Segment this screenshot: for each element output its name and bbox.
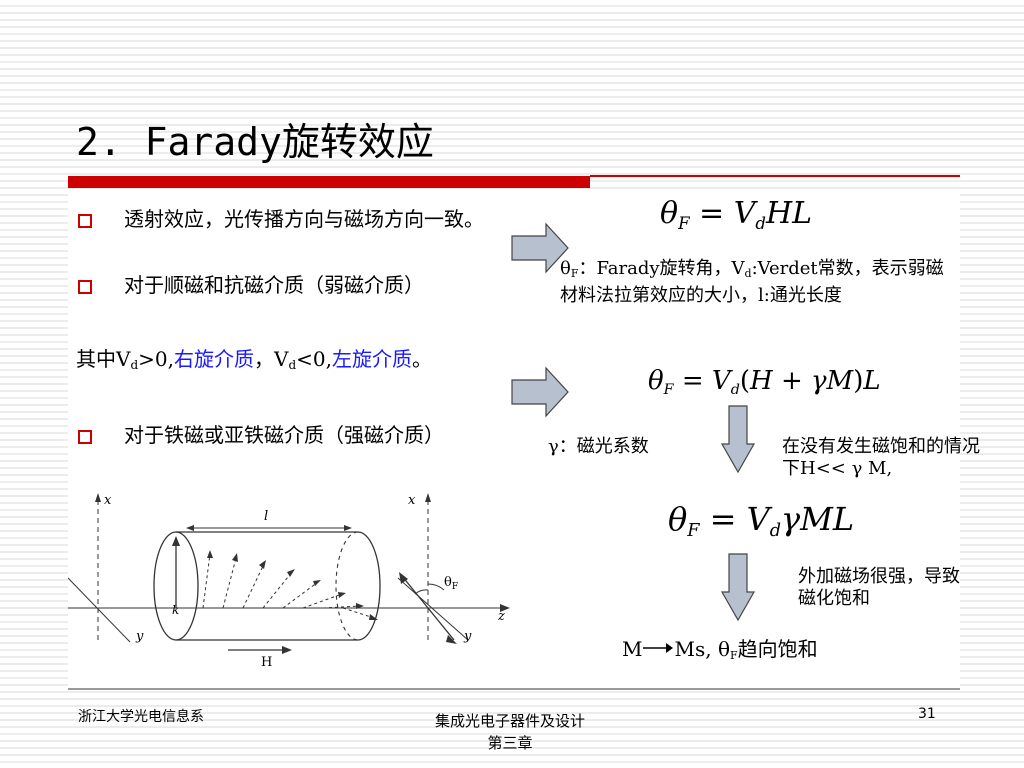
footer-department: 浙江大学光电信息系 bbox=[78, 709, 204, 725]
length-label: l bbox=[264, 509, 268, 524]
h-field-label: H bbox=[261, 655, 272, 670]
theta-label: θF bbox=[444, 575, 458, 592]
gamma-note: γ：磁光系数 bbox=[548, 436, 649, 457]
z-axis-label: z bbox=[497, 609, 505, 624]
right-arrow-icon bbox=[511, 366, 569, 418]
title-underline-line bbox=[590, 175, 960, 177]
left-x-label: x bbox=[104, 493, 112, 508]
title-underline-bar bbox=[68, 176, 590, 188]
bullet-text: 透射效应，光传播方向与磁场方向一致。 bbox=[124, 207, 484, 231]
bullet-marker-icon bbox=[78, 280, 92, 294]
unsaturated-note: 在没有发生磁饱和的情况下H<< γ M, bbox=[782, 436, 980, 479]
footer-divider bbox=[68, 688, 960, 690]
down-arrow-icon bbox=[720, 405, 756, 474]
verdet-sign-line: 其中Vd>0,右旋介质，Vd<0,左旋介质。 bbox=[76, 347, 432, 372]
theta-definition-note: θF：Farady旋转角，Vd:Verdet常数，表示弱磁材料法拉第效应的大小，… bbox=[560, 258, 944, 306]
bullet-text: 对于顺磁和抗磁介质（弱磁介质） bbox=[124, 273, 424, 297]
formula-strong-medium: θF = Vd(H + γM)L bbox=[648, 366, 881, 398]
right-arrow-icon bbox=[643, 643, 674, 653]
footer-course: 集成光电子器件及设计 第三章 bbox=[434, 712, 585, 752]
bullet-marker-icon bbox=[78, 214, 92, 228]
down-arrow-icon bbox=[720, 553, 756, 622]
right-x-label: x bbox=[408, 493, 416, 508]
bullet-marker-icon bbox=[78, 430, 92, 444]
formula-weak-medium: θF = VdHL bbox=[660, 196, 813, 233]
page-number: 31 bbox=[918, 706, 936, 722]
k-label: k bbox=[172, 603, 179, 617]
slide-content-area bbox=[68, 190, 960, 688]
strong-field-note: 外加磁场很强，导致磁化饱和 bbox=[798, 566, 960, 609]
faraday-diagram: x y z k l x y bbox=[68, 493, 510, 670]
formula-saturated: θF = VdγML bbox=[668, 500, 855, 542]
slide-title: 2. Farady旋转效应 bbox=[76, 120, 434, 164]
left-y-label: y bbox=[135, 629, 144, 644]
bullet-text: 对于铁磁或亚铁磁介质（强磁介质） bbox=[124, 423, 444, 447]
right-y-label: y bbox=[463, 629, 472, 644]
right-arrow-icon bbox=[511, 222, 569, 274]
